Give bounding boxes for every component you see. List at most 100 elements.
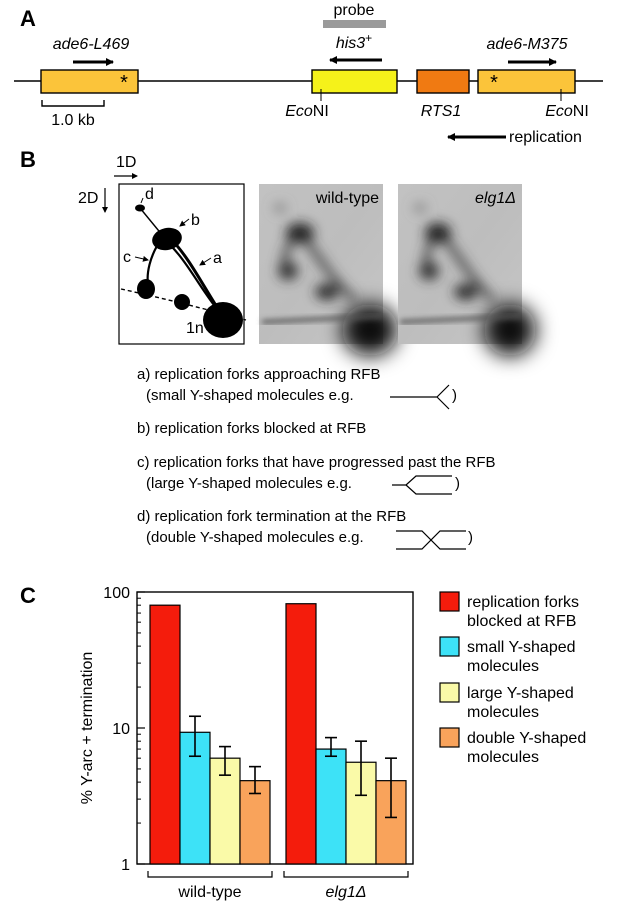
double-y-molecule-icon [396, 530, 466, 550]
panel-a-label: A [20, 6, 36, 31]
bar [239, 780, 271, 865]
replication-label: replication [509, 129, 582, 146]
legend-label: molecules [467, 658, 539, 675]
his3-label: his3+ [336, 31, 372, 52]
dimension-2d-label: 2D [78, 190, 98, 207]
legend-a-close: ) [452, 387, 457, 404]
legend-label: blocked at RFB [467, 613, 576, 630]
rts1-element [416, 69, 470, 94]
group-bracket [283, 871, 409, 878]
legend-d-line2: (double Y-shaped molecules e.g. [146, 529, 364, 546]
legend-label: replication forks [467, 594, 579, 611]
gel-wt-spot-1n [342, 304, 398, 356]
gel-elg1-spot-1n [484, 304, 536, 356]
gel-image-wild-type: wild-type [259, 184, 398, 356]
panel-b-legend: a) replication forks approaching RFB (sm… [137, 366, 496, 550]
y-tick-label: 1 [121, 857, 130, 874]
ade6-right-gene [477, 69, 576, 94]
rts1-label: RTS1 [421, 103, 462, 120]
spot-b [152, 227, 182, 251]
legend-c-line1: c) replication forks that have progresse… [137, 454, 496, 471]
legend-swatch [439, 682, 460, 703]
gel-wt-spot-b [286, 223, 314, 243]
ade6-right-label: ade6-M375 [487, 36, 568, 53]
legend-label: double Y-shaped [467, 730, 586, 747]
small-y-molecule-icon [390, 384, 450, 410]
bar [149, 604, 181, 865]
econi-right-label: EcoNI [545, 103, 589, 120]
ade6-right-star: * [490, 72, 498, 94]
error-bars [189, 715, 397, 819]
gel-elg1-spot-b [425, 223, 451, 243]
spot-label-c: c [123, 249, 131, 266]
probe-bar [323, 20, 386, 28]
panel-c-label: C [20, 583, 36, 608]
y-axis-ticks: 1 10 100 [103, 585, 145, 874]
legend-c-close: ) [455, 475, 460, 492]
spot-1n [203, 302, 243, 338]
spot-left [137, 279, 155, 299]
bars [149, 603, 407, 865]
spot-mid [174, 294, 190, 310]
gel-wild-type-label: wild-type [315, 190, 379, 207]
ade6-left-star: * [120, 72, 128, 94]
scale-bar [41, 100, 105, 107]
dimension-1d-label: 1D [116, 154, 136, 171]
gel-elg1-spot-mid [454, 284, 478, 300]
legend-b-line1: b) replication forks blocked at RFB [137, 420, 366, 437]
panel-c: C % Y-arc + termination 1 10 100 wild-type… [20, 583, 586, 901]
legend-d-line1: d) replication fork termination at the R… [137, 508, 406, 525]
gel-image-elg1: elg1Δ [398, 184, 536, 356]
gel-wt-spot-mid [315, 284, 339, 300]
spot-label-1n: 1n [186, 320, 204, 337]
gel-elg1-linear-arc [399, 314, 523, 324]
bar [315, 748, 347, 865]
legend-swatch [439, 591, 460, 612]
spot-label-a: a [213, 250, 222, 267]
gel-wt-linear-arc [261, 314, 384, 324]
legend-a-line2: (small Y-shaped molecules e.g. [146, 387, 354, 404]
spot-d [135, 204, 145, 212]
bar [285, 603, 317, 865]
spot-c-pointer [134, 255, 149, 262]
ade6-left-label: ade6-L469 [53, 36, 130, 53]
legend-swatch [439, 727, 460, 748]
group-bracket [147, 871, 273, 878]
scale-label: 1.0 kb [51, 112, 95, 129]
group-labels: wild-type elg1Δ [147, 871, 409, 901]
panel-b-label: B [20, 147, 36, 172]
y-tick-label: 100 [103, 585, 130, 602]
gel-wt-spot-d [274, 204, 286, 212]
econi-left-label: EcoNI [285, 103, 329, 120]
legend-label: molecules [467, 749, 539, 766]
group-label: wild-type [177, 884, 241, 901]
gel-wt-spot-left [278, 262, 298, 280]
large-y-molecule-icon [392, 475, 452, 495]
gel-elg1-label: elg1Δ [475, 190, 516, 207]
legend-c-line2: (large Y-shaped molecules e.g. [146, 475, 352, 492]
panel-a: A probe ade6-L469 * 1.0 kb his3+ EcoNI R… [14, 2, 603, 146]
spot-label-b: b [191, 212, 200, 229]
panel-b: B 1D 2D d b c a 1n [20, 147, 536, 550]
gel-elg1-spot-left [419, 262, 439, 280]
schematic-2d-gel: d b c a 1n [118, 183, 247, 345]
legend-label: small Y-shaped [467, 639, 576, 656]
ade6-left-gene [40, 69, 139, 94]
probe-label: probe [334, 2, 375, 19]
spot-d-pointer [140, 197, 144, 204]
gel-elg1-spot-d [414, 204, 426, 212]
y-axis-label: % Y-arc + termination [79, 652, 96, 805]
his3-gene [311, 69, 398, 94]
y-tick-label: 10 [112, 721, 130, 738]
group-label: elg1Δ [326, 884, 367, 901]
spot-a-pointer [199, 257, 212, 266]
bar-chart: % Y-arc + termination 1 10 100 wild-type el… [79, 585, 414, 901]
legend-label: molecules [467, 704, 539, 721]
legend-swatch [439, 636, 460, 657]
chart-legend: replication forks blocked at RFB small Y-s… [439, 591, 586, 766]
spot-b-pointer [179, 218, 190, 227]
legend-label: large Y-shaped [467, 685, 574, 702]
legend-d-close: ) [468, 529, 473, 546]
spot-label-d: d [145, 186, 154, 203]
